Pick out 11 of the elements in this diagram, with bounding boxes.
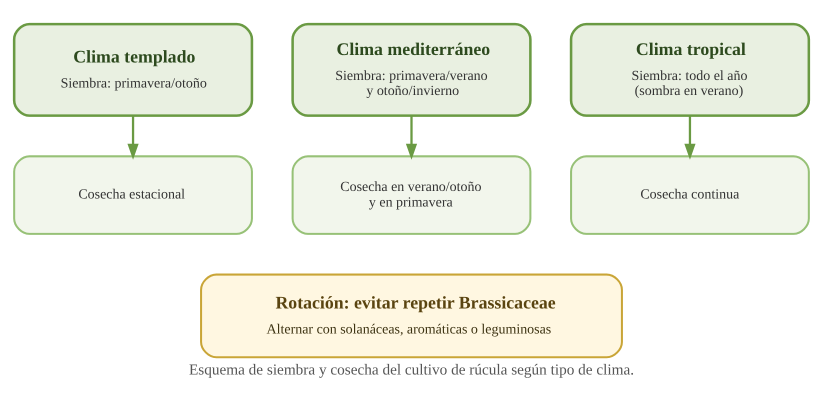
node-box: Clima templado Siembra: primavera/otoño <box>12 22 254 117</box>
arrow <box>127 116 139 160</box>
node-box: Cosecha continua <box>570 155 810 235</box>
node-box: Cosecha estacional <box>13 155 253 235</box>
node-box: Cosecha en verano/otoño y en primavera <box>292 155 532 235</box>
caption: Esquema de siembra y cosecha del cultivo de rúcula según tipo de clima. <box>188 362 634 379</box>
node-box: Clima mediterráneo Siembra: primavera/verano y otoño/invierno <box>291 22 532 117</box>
node-box: Rotación: evitar repetir Brassicaceae Alternar con solanáceas, aromáticas o leguminosas <box>200 274 623 358</box>
arrow <box>684 116 696 160</box>
arrow <box>406 116 418 160</box>
node-box: Clima tropical Siembra: todo el año (sombra en verano) <box>570 22 810 117</box>
